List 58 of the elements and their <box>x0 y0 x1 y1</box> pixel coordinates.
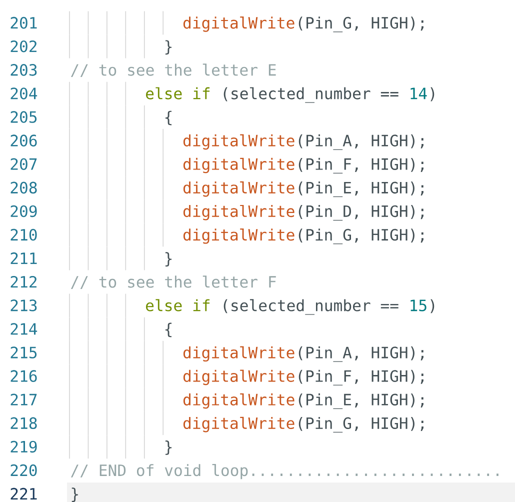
code-text: digitalWrite <box>183 346 294 362</box>
code-text: (Pin_D, HIGH); <box>298 205 424 221</box>
code-text: (Pin_E, HIGH); <box>298 393 424 409</box>
line-number: 212 <box>10 276 36 288</box>
code-text: (Pin_E, HIGH); <box>298 181 424 198</box>
line-number: 218 <box>10 417 37 430</box>
line-number: 207 <box>10 158 37 170</box>
code-text: { <box>165 322 172 338</box>
code-keyword: else if <box>146 87 210 100</box>
code-text: } <box>165 440 172 455</box>
code-text: digitalWrite <box>183 393 294 409</box>
line-number: 211 <box>10 252 37 264</box>
code-text: (Pin_G, HIGH); <box>298 16 424 32</box>
line-number: 221 <box>10 488 37 500</box>
line-number: 203 <box>10 64 37 76</box>
code-text: (Pin_G, HIGH); <box>298 416 424 433</box>
line-number: 201 <box>10 16 37 29</box>
code-text: (selected_number == <box>224 87 398 103</box>
code-text: digitalWrite <box>183 16 294 32</box>
line-number: 206 <box>10 134 37 146</box>
code-text: (Pin_A, HIGH); <box>298 134 424 150</box>
line-number: 204 <box>10 88 38 100</box>
line-number: 210 <box>10 228 37 241</box>
code-text: digitalWrite <box>183 416 294 432</box>
code-text: { <box>165 110 172 126</box>
code-text: } <box>165 40 172 55</box>
code-text: (Pin_G, HIGH); <box>298 228 424 244</box>
line-number: 213 <box>10 300 37 312</box>
line-number: 205 <box>10 111 37 123</box>
code-text: digitalWrite <box>183 204 294 220</box>
code-text: ) <box>430 87 434 102</box>
code-text: (selected_number == <box>224 299 398 315</box>
code-number: 14 <box>410 88 427 100</box>
line-number: 214 <box>10 323 38 335</box>
code-text: digitalWrite <box>183 370 294 386</box>
line-number: 209 <box>10 205 37 218</box>
code-number: 15 <box>410 300 426 312</box>
code-text: (Pin_F, HIGH); <box>298 370 424 386</box>
code-text: (Pin_A, HIGH); <box>298 346 424 362</box>
code-comment: // to see the letter E <box>71 64 276 78</box>
line-number: 216 <box>10 370 37 382</box>
code-keyword: else if <box>146 299 210 312</box>
code-text: digitalWrite <box>183 228 294 244</box>
code-text: digitalWrite <box>183 181 294 197</box>
code-comment: // END of void loop........................... <box>71 464 498 480</box>
code-text: ) <box>430 299 434 314</box>
code-text: digitalWrite <box>183 158 294 174</box>
line-number: 220 <box>10 464 37 476</box>
code-text: digitalWrite <box>183 134 294 150</box>
line-number: 215 <box>10 346 37 358</box>
line-number: 202 <box>10 40 36 52</box>
code-text: } <box>165 252 172 267</box>
line-number: 208 <box>10 182 37 194</box>
code-comment: // to see the letter F <box>71 276 276 289</box>
line-number: 219 <box>10 440 37 453</box>
code-text: (Pin_F, HIGH); <box>298 158 424 174</box>
line-number: 217 <box>10 394 37 406</box>
code-text: } <box>72 488 78 502</box>
